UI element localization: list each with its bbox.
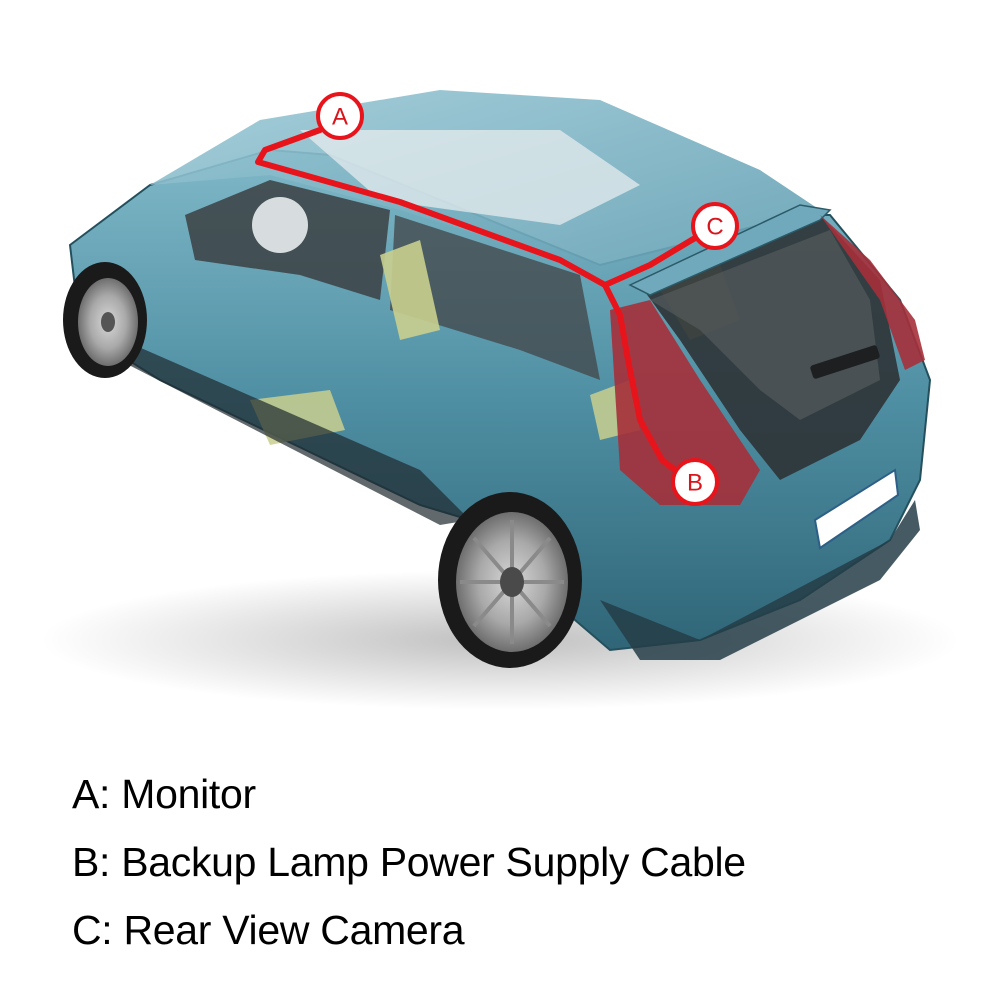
rear-side-window xyxy=(390,215,600,380)
license-plate xyxy=(813,468,900,550)
marker-c-label: C xyxy=(706,214,723,241)
legend-item-rear-view-camera: C: Rear View Camera xyxy=(72,907,465,953)
curtain-airbag xyxy=(300,130,640,225)
car-illustration: A B C xyxy=(40,90,960,710)
tail-light-left xyxy=(610,300,760,505)
legend: A: Monitor B: Backup Lamp Power Supply C… xyxy=(72,760,746,964)
front-airbag xyxy=(252,197,308,253)
marker-a-label: A xyxy=(332,104,348,131)
cable-route xyxy=(255,127,703,473)
front-wheel xyxy=(63,262,147,378)
legend-item-monitor: A: Monitor xyxy=(72,771,256,817)
rear-wheel xyxy=(438,492,582,668)
marker-b-label: B xyxy=(687,470,703,497)
seat-frame xyxy=(380,240,440,340)
rear-spoiler xyxy=(628,204,832,296)
rear-bumper xyxy=(600,500,920,660)
car-diagram: A B C xyxy=(40,90,960,710)
side-sill xyxy=(90,330,470,525)
tail-light-right xyxy=(820,215,925,370)
marker-c: C xyxy=(691,202,739,250)
marker-b: B xyxy=(671,458,719,506)
rear-handle xyxy=(810,345,880,379)
marker-a: A xyxy=(316,92,364,140)
legend-item-backup-lamp-cable: B: Backup Lamp Power Supply Cable xyxy=(72,839,746,885)
